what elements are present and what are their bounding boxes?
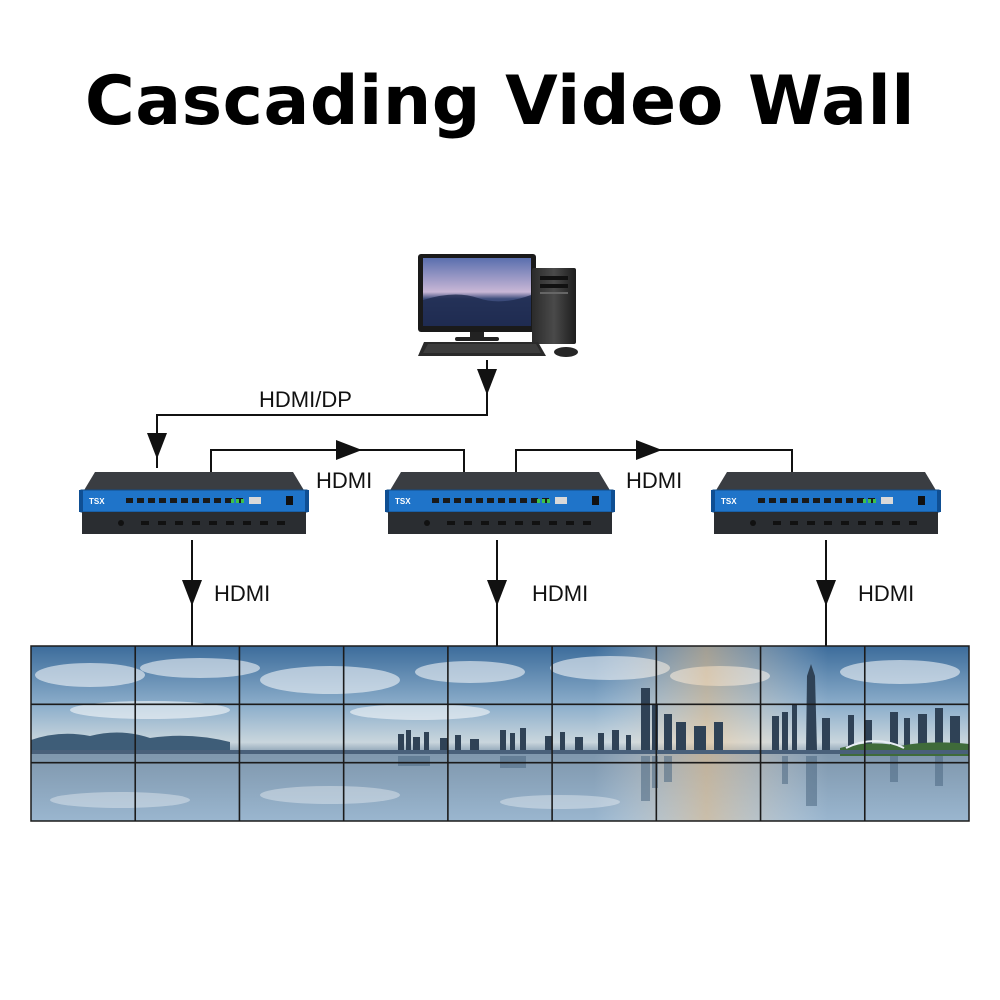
hdmi-port-icon xyxy=(159,498,166,503)
power-switch-icon xyxy=(592,496,599,505)
arrow-down-icon xyxy=(487,580,507,606)
hdmi-port-icon xyxy=(542,498,549,503)
source-link-label: HDMI/DP xyxy=(259,387,352,412)
hdmi-port-icon xyxy=(181,498,188,503)
output-link-3-label: HDMI xyxy=(858,581,914,606)
hdmi-port-icon xyxy=(487,498,494,503)
arrow-down-icon xyxy=(477,369,497,395)
hdmi-port-icon xyxy=(137,498,144,503)
hdmi-port-icon xyxy=(824,498,831,503)
video-wall-grid xyxy=(31,646,969,821)
arrow-down-icon xyxy=(147,433,167,459)
source-link-line xyxy=(156,360,488,468)
arrow-down-icon xyxy=(816,580,836,606)
hdmi-port-icon xyxy=(236,498,243,503)
arrowheads xyxy=(147,369,836,606)
hdmi-port-icon xyxy=(148,498,155,503)
controller-brand-label: TSX xyxy=(89,497,105,506)
hdmi-port-icon xyxy=(769,498,776,503)
power-switch-icon xyxy=(918,496,925,505)
hdmi-port-icon xyxy=(225,498,232,503)
arrow-right-icon xyxy=(336,440,362,460)
hdmi-port-icon xyxy=(780,498,787,503)
video-wall-controller: TSX xyxy=(385,472,615,534)
hdmi-port-icon xyxy=(432,498,439,503)
controller-brand-label: TSX xyxy=(721,497,737,506)
power-switch-icon xyxy=(286,496,293,505)
hdmi-port-icon xyxy=(813,498,820,503)
hdmi-port-icon xyxy=(520,498,527,503)
hdmi-port-icon xyxy=(454,498,461,503)
video-wall-controller: TSX xyxy=(711,472,941,534)
hdmi-port-icon xyxy=(192,498,199,503)
hdmi-port-icon xyxy=(203,498,210,503)
hdmi-port-icon xyxy=(802,498,809,503)
video-wall-controller: TSX xyxy=(79,472,309,534)
arrow-down-icon xyxy=(182,580,202,606)
controllers-group: TSX TSX TSX xyxy=(79,472,941,534)
hdmi-port-icon xyxy=(465,498,472,503)
computer-icon xyxy=(418,254,578,357)
cascade-link-1-label: HDMI xyxy=(316,468,372,493)
hdmi-port-icon xyxy=(758,498,765,503)
hdmi-port-icon xyxy=(443,498,450,503)
hdmi-port-icon xyxy=(214,498,221,503)
arrow-right-icon xyxy=(636,440,662,460)
mouse xyxy=(554,347,578,357)
output-link-1-label: HDMI xyxy=(214,581,270,606)
hdmi-port-icon xyxy=(170,498,177,503)
hdmi-port-icon xyxy=(857,498,864,503)
hdmi-port-icon xyxy=(126,498,133,503)
hdmi-port-icon xyxy=(498,498,505,503)
hdmi-port-icon xyxy=(476,498,483,503)
controller-brand-label: TSX xyxy=(395,497,411,506)
output-link-2-label: HDMI xyxy=(532,581,588,606)
hdmi-port-icon xyxy=(509,498,516,503)
hdmi-port-icon xyxy=(846,498,853,503)
diagram-title: Cascading Video Wall xyxy=(84,62,916,141)
video-wall xyxy=(30,645,970,822)
hdmi-port-icon xyxy=(791,498,798,503)
hdmi-port-icon xyxy=(835,498,842,503)
city-skyline xyxy=(398,664,960,750)
cascade-link-2-label: HDMI xyxy=(626,468,682,493)
hdmi-port-icon xyxy=(531,498,538,503)
hdmi-port-icon xyxy=(868,498,875,503)
